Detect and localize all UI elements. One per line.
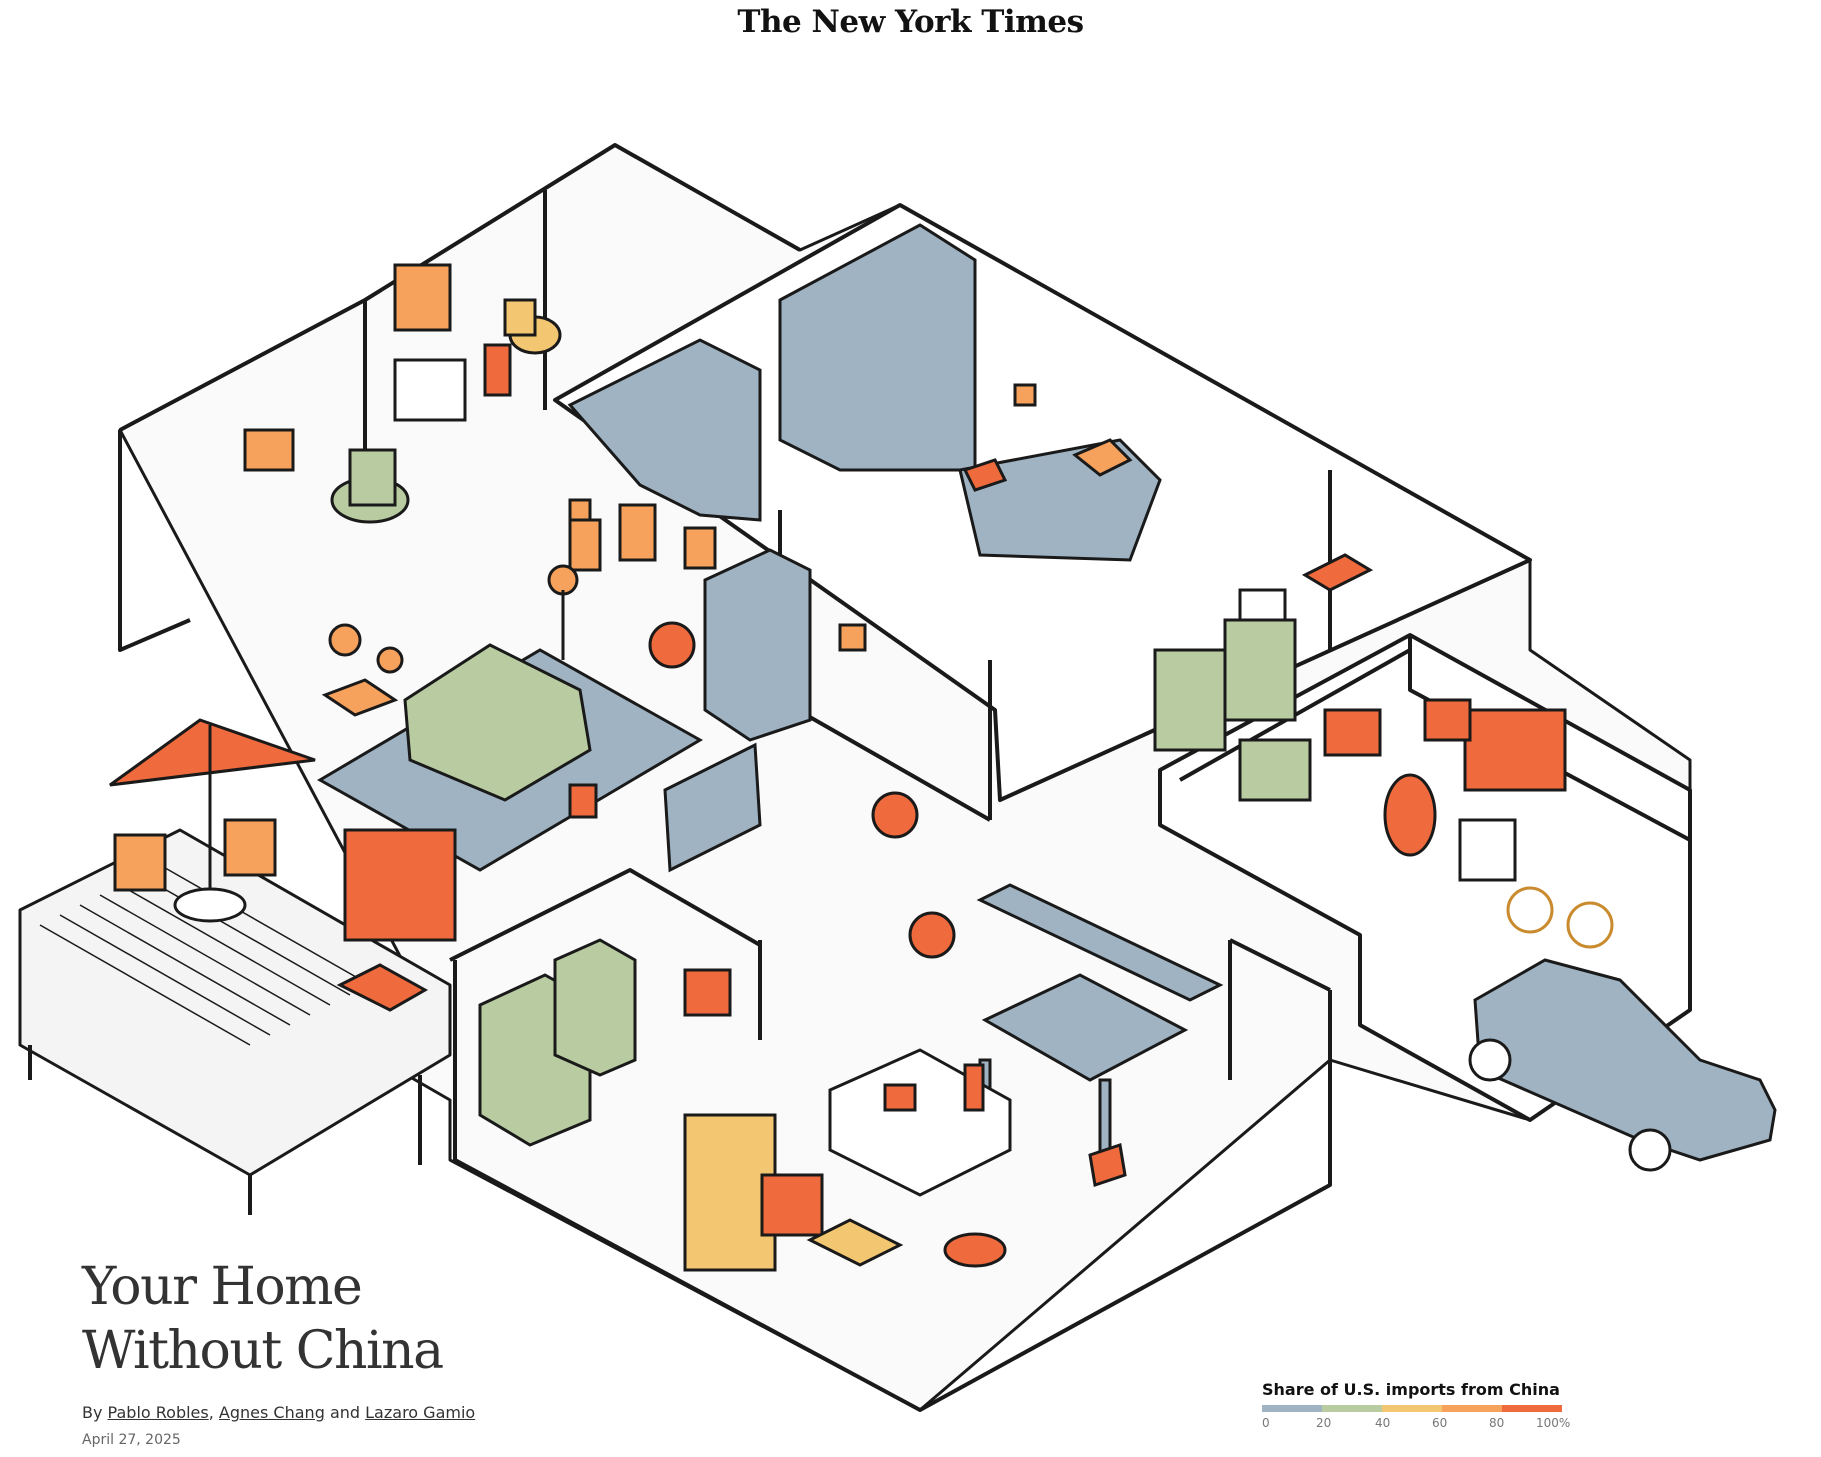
masthead[interactable]: The New York Times [0, 4, 1821, 40]
legend-ticks: 0 20 40 60 80 100% [1262, 1416, 1592, 1434]
headline-line2: Without China [82, 1321, 444, 1381]
legend-tick: 0 [1262, 1416, 1270, 1430]
publish-date: April 27, 2025 [82, 1432, 181, 1448]
byline: By Pablo Robles, Agnes Chang and Lazaro … [82, 1403, 475, 1422]
legend-tick: 100% [1536, 1416, 1571, 1430]
author-link-1[interactable]: Pablo Robles [107, 1403, 209, 1422]
headline: Your Home Without China [82, 1255, 444, 1383]
legend-tick: 40 [1375, 1416, 1391, 1430]
legend-swatch-4 [1442, 1405, 1502, 1412]
legend-tick: 60 [1432, 1416, 1448, 1430]
author-link-3[interactable]: Lazaro Gamio [365, 1403, 476, 1422]
author-link-2[interactable]: Agnes Chang [218, 1403, 325, 1422]
legend-tick: 20 [1316, 1416, 1332, 1430]
legend-swatch-1 [1262, 1405, 1322, 1412]
legend-title: Share of U.S. imports from China [1262, 1380, 1560, 1399]
byline-prefix: By [82, 1403, 103, 1422]
color-legend: Share of U.S. imports from China 0 20 40… [1262, 1380, 1592, 1434]
author-separator: , [208, 1403, 214, 1422]
title-block: Your Home Without China [82, 1255, 444, 1383]
legend-swatch-3 [1382, 1405, 1442, 1412]
legend-tick: 80 [1489, 1416, 1505, 1430]
legend-color-bar [1262, 1405, 1562, 1412]
headline-line1: Your Home [82, 1257, 363, 1317]
legend-swatch-5 [1502, 1405, 1562, 1412]
legend-swatch-2 [1322, 1405, 1382, 1412]
byline-and: and [329, 1403, 361, 1422]
masthead-logo[interactable]: The New York Times [737, 4, 1084, 40]
